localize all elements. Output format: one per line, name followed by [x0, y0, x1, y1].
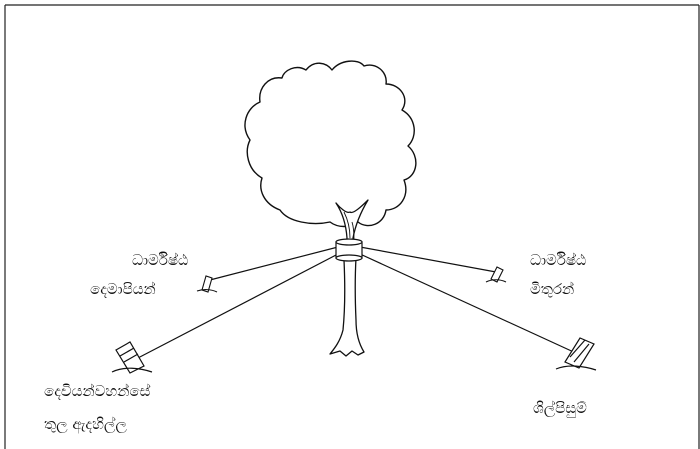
tree-trunk	[329, 199, 369, 357]
rope-bottom-right	[359, 253, 579, 355]
stake-bottom-left	[111, 341, 153, 374]
stake-top-left	[196, 275, 218, 293]
rope-top-left	[205, 246, 339, 282]
label-righteous-parents-line2: දෙමාපියන්	[90, 280, 156, 298]
stake-bottom-right	[555, 337, 597, 371]
stake-top-right	[485, 266, 507, 283]
label-skills: ශිල්පිසුම්	[533, 399, 587, 417]
tree-canopy	[244, 60, 417, 228]
label-righteous-parents-line1: ධාර්මිෂ්ඨ	[132, 251, 189, 269]
label-faith-in-god-line2: තුල ඇදහිල්ල	[44, 415, 127, 433]
label-righteous-friends-line2: මිතුරන්	[530, 280, 575, 298]
support-ropes	[135, 246, 579, 360]
rope-top-right	[359, 246, 497, 273]
trunk-inner-line	[343, 211, 355, 241]
label-faith-in-god-line1: දෙවියන්වහන්සේ	[44, 382, 151, 400]
diagram-frame	[4, 4, 700, 449]
rope-bottom-left	[135, 253, 339, 360]
trunk-collar	[335, 238, 363, 262]
label-righteous-friends-line1: ධාර්මිෂ්ඨ	[530, 251, 587, 269]
